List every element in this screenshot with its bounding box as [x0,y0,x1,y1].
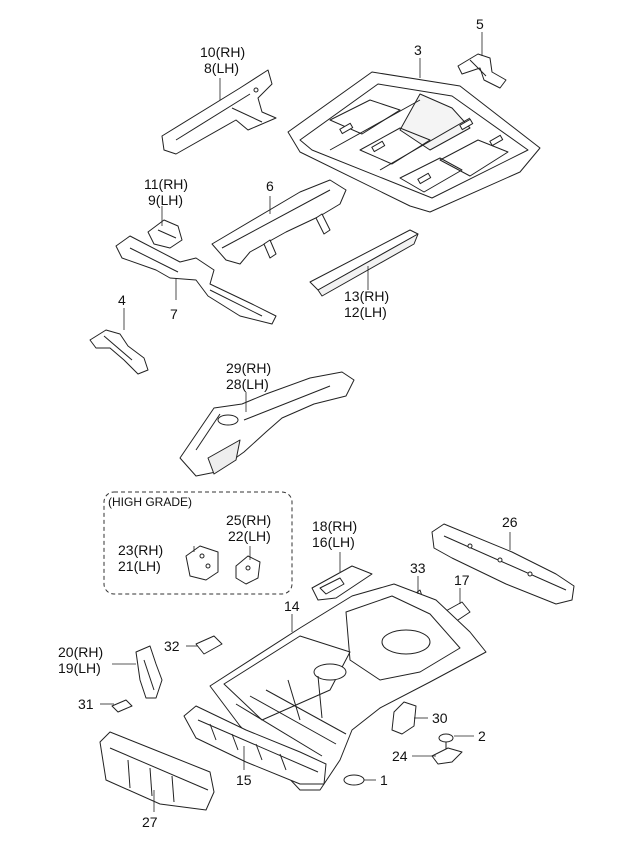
part-3-front-floor-panel [287,71,541,213]
callout-33: 33 [410,560,426,576]
callout-26: 26 [502,514,518,530]
callout-9: 9(LH) [148,192,184,208]
part-16-18-panel [311,565,373,601]
part-1-plug [343,774,365,786]
callout-4: 4 [118,292,126,308]
callout-27: 27 [142,814,158,830]
callout-15: 15 [236,772,252,788]
callout-32: 32 [164,638,180,654]
high-grade-frame [103,491,293,595]
part-28-29-rear-side-member [179,371,355,477]
callout-29: 29(RH) [226,360,272,376]
callout-31: 31 [78,696,94,712]
part-8-10-member [161,69,277,155]
callout-17: 17 [454,572,470,588]
callout-7: 7 [170,306,178,322]
part-5-bracket [457,53,507,89]
part-24-bracket [431,747,463,765]
part-27-rear-panel [99,731,215,811]
callout-25: 25(RH) [226,512,272,528]
callout-6: 6 [266,178,274,194]
callout-23: 23(RH) [118,542,164,558]
part-19-20-bracket [135,645,163,699]
callout-28: 28(LH) [226,376,269,392]
part-2-clip [438,733,454,750]
part-14-rear-floor-panel [209,583,487,791]
callout-11: 11(RH) [144,176,189,192]
callout-3: 3 [414,42,422,58]
part-22-25-bracket [235,555,261,585]
part-26-rear-crossmember [431,523,575,605]
callout-13: 13(RH) [344,288,390,304]
part-4-bracket [89,329,149,375]
callout-2: 2 [478,728,486,744]
callout-1: 1 [380,772,388,788]
part-32-plate [195,635,223,655]
part-15-rear-crossmember [183,705,327,785]
callout-22: 22(LH) [228,528,271,544]
part-31-plate [111,699,133,713]
callout-5: 5 [476,16,484,32]
callout-24: 24 [392,748,408,764]
high-grade-label: (HIGH GRADE) [108,495,192,509]
part-7-crossmember [115,235,277,325]
callout-16: 16(LH) [312,534,355,550]
part-9-11-bracket [147,219,183,249]
leader-lines [100,32,511,812]
callout-8: 8(LH) [204,60,240,76]
callout-21: 21(LH) [118,558,161,574]
callout-12: 12(LH) [344,304,387,320]
callout-19: 19(LH) [58,660,101,676]
callout-10: 10(RH) [200,44,246,60]
callout-20: 20(RH) [58,644,104,660]
callout-14: 14 [284,598,300,614]
callout-30: 30 [432,710,448,726]
part-21-23-bracket [185,545,219,581]
part-6-rail [211,179,347,265]
part-30-bracket [391,701,417,735]
part-12-13-side-sill [309,229,419,297]
callout-18: 18(RH) [312,518,358,534]
